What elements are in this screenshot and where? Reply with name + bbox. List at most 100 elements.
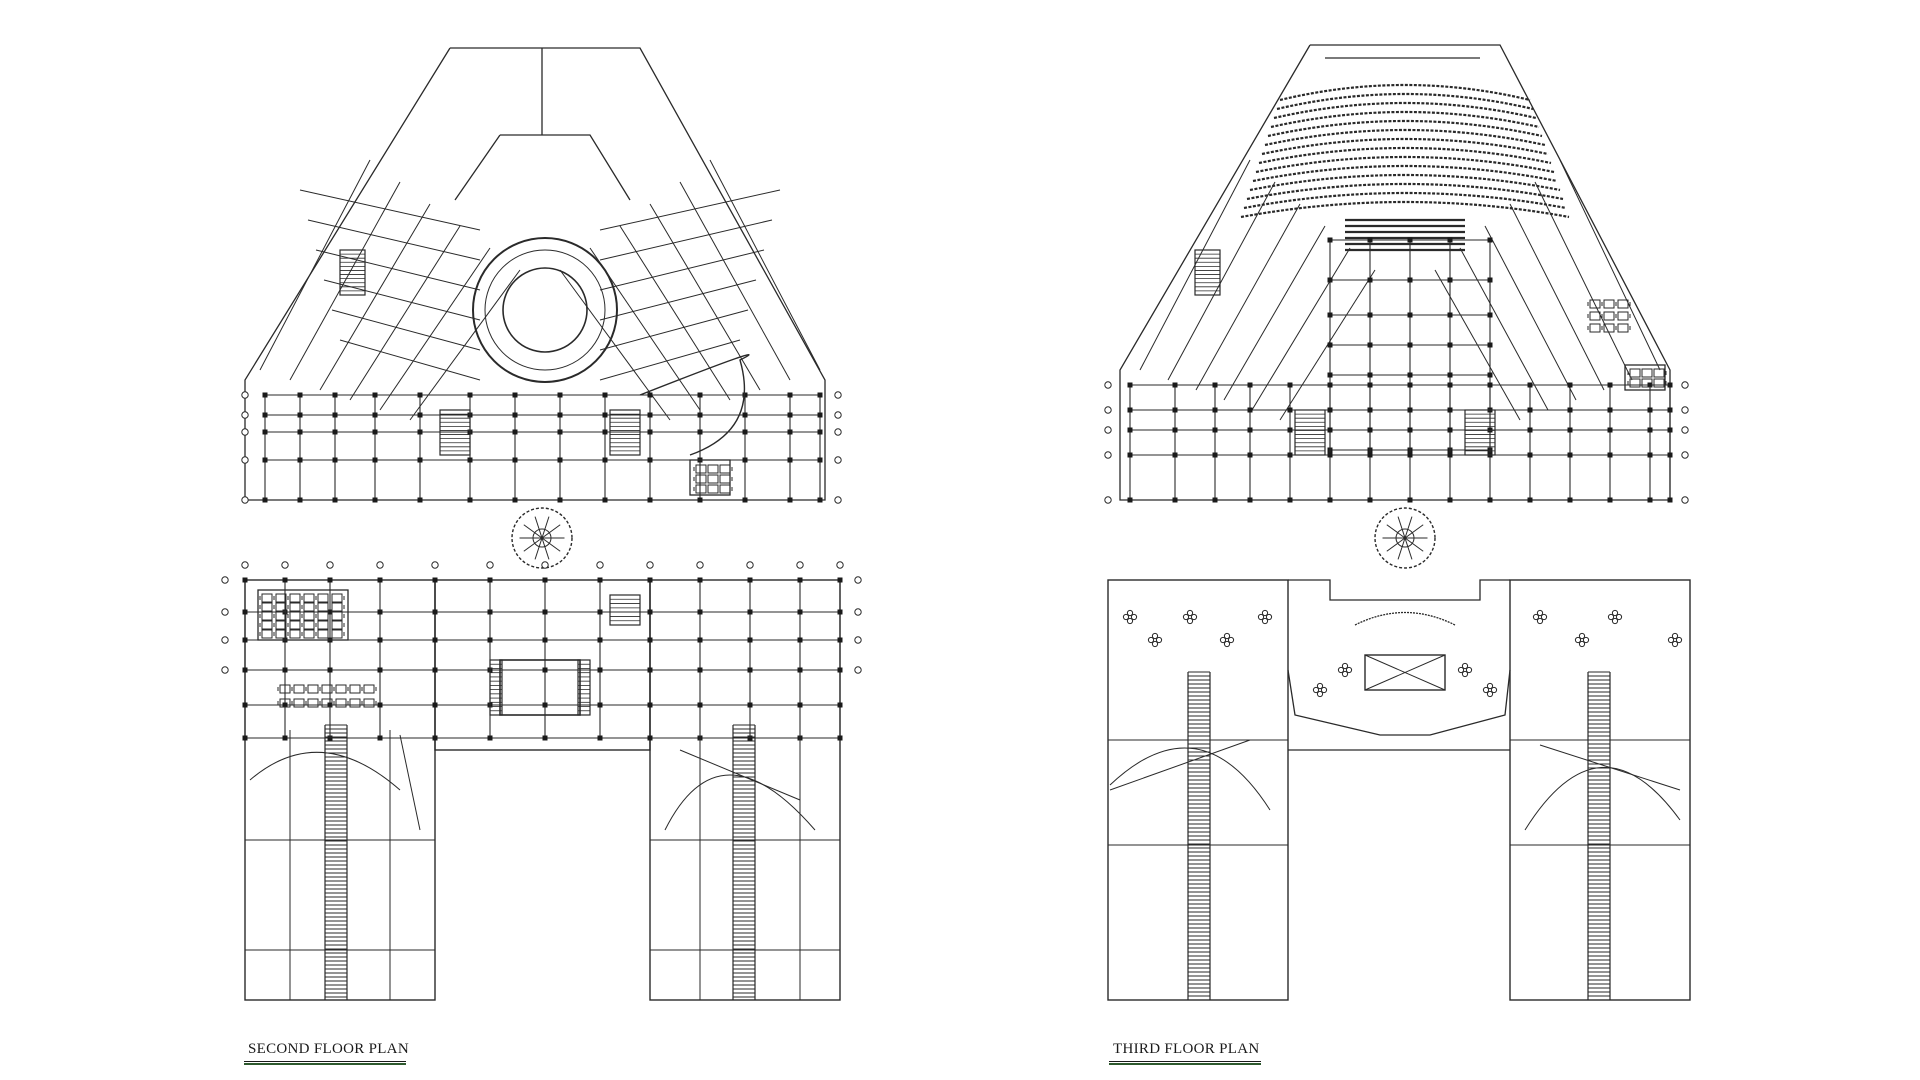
tree-branch bbox=[1397, 516, 1406, 539]
column-marker bbox=[1667, 497, 1673, 503]
seat-row bbox=[1270, 110, 1540, 129]
column-marker bbox=[332, 457, 338, 463]
diagonal-grid bbox=[319, 203, 431, 391]
column-marker bbox=[1647, 407, 1653, 413]
table bbox=[331, 611, 343, 621]
column-marker bbox=[1407, 342, 1413, 348]
grid-bubble bbox=[1681, 426, 1689, 434]
table bbox=[289, 602, 301, 612]
column-marker bbox=[1527, 427, 1533, 433]
column-marker bbox=[1327, 277, 1333, 283]
diagonal-grid bbox=[599, 279, 757, 321]
planter-leaf bbox=[1261, 617, 1269, 625]
grid-bubble bbox=[834, 391, 842, 399]
planter-leaf bbox=[1126, 617, 1134, 625]
column-marker bbox=[742, 429, 748, 435]
planter-leaf bbox=[1227, 636, 1235, 644]
tree-core bbox=[532, 528, 552, 548]
column-marker bbox=[1447, 427, 1453, 433]
table bbox=[275, 593, 287, 603]
seat-row bbox=[1255, 155, 1555, 174]
column-marker bbox=[297, 457, 303, 463]
column-marker bbox=[1172, 382, 1178, 388]
column-marker bbox=[1327, 382, 1333, 388]
seat-row bbox=[1243, 191, 1567, 210]
table bbox=[1603, 311, 1615, 321]
column-marker bbox=[697, 392, 703, 398]
stair-core-left bbox=[439, 409, 471, 456]
column-marker bbox=[1212, 497, 1218, 503]
planter-leaf bbox=[1320, 686, 1328, 694]
diagonal-grid bbox=[1195, 203, 1301, 391]
column-marker bbox=[327, 702, 333, 708]
grid-bubble bbox=[836, 561, 844, 569]
column-marker bbox=[747, 667, 753, 673]
column-marker bbox=[467, 497, 473, 503]
diagonal-grid bbox=[1509, 203, 1605, 391]
planter-leaf bbox=[1574, 636, 1582, 644]
column-marker bbox=[1607, 427, 1613, 433]
column-marker bbox=[1567, 497, 1573, 503]
planter-icon bbox=[1257, 609, 1273, 625]
planter-icon bbox=[1667, 632, 1683, 648]
column-marker bbox=[1487, 372, 1493, 378]
grid-bubble bbox=[241, 561, 249, 569]
column-marker bbox=[1487, 342, 1493, 348]
dining-area bbox=[1624, 364, 1666, 391]
column-marker bbox=[242, 735, 248, 741]
grid-bubble bbox=[1104, 451, 1112, 459]
column-marker bbox=[797, 577, 803, 583]
column-marker bbox=[467, 457, 473, 463]
column-marker bbox=[602, 429, 608, 435]
column-marker bbox=[262, 457, 268, 463]
tree-branch bbox=[1404, 537, 1413, 560]
planter-leaf bbox=[1257, 613, 1265, 621]
diagonal-grid bbox=[599, 219, 773, 261]
column-marker bbox=[557, 497, 563, 503]
column-marker bbox=[1667, 407, 1673, 413]
column-marker bbox=[1407, 372, 1413, 378]
planter-leaf bbox=[1540, 613, 1548, 621]
diagonal-line bbox=[679, 749, 801, 801]
column-marker bbox=[817, 457, 823, 463]
table bbox=[279, 684, 291, 694]
column-marker bbox=[417, 429, 423, 435]
tree-branch bbox=[1404, 516, 1413, 539]
column-marker bbox=[787, 457, 793, 463]
atrium bbox=[499, 659, 581, 716]
grid-bubble bbox=[854, 666, 862, 674]
table bbox=[707, 484, 719, 494]
column-marker bbox=[697, 577, 703, 583]
table bbox=[1617, 299, 1629, 309]
planter-leaf bbox=[1611, 609, 1619, 617]
column-marker bbox=[1367, 452, 1373, 458]
column-marker bbox=[282, 735, 288, 741]
column-marker bbox=[327, 609, 333, 615]
column-marker bbox=[1127, 452, 1133, 458]
stair-core-right bbox=[609, 409, 641, 456]
column-marker bbox=[787, 392, 793, 398]
column-marker bbox=[297, 497, 303, 503]
grid-bubble bbox=[1681, 406, 1689, 414]
table bbox=[307, 698, 319, 708]
diagonal-grid bbox=[1534, 181, 1633, 381]
tree-symbol bbox=[1374, 507, 1436, 569]
grid-bubble bbox=[1681, 381, 1689, 389]
diagonal-grid bbox=[679, 181, 791, 381]
seat-row bbox=[1264, 128, 1546, 147]
planter-icon bbox=[1457, 662, 1473, 678]
table bbox=[1617, 311, 1629, 321]
grid-bubble bbox=[241, 456, 249, 464]
east-stair bbox=[609, 594, 641, 626]
diagonal-grid bbox=[1167, 181, 1276, 381]
table bbox=[1653, 378, 1665, 388]
table bbox=[303, 629, 315, 639]
column-marker bbox=[1327, 407, 1333, 413]
grid-bubble bbox=[241, 496, 249, 504]
table bbox=[293, 698, 305, 708]
column-marker bbox=[1567, 427, 1573, 433]
column-marker bbox=[432, 735, 438, 741]
table bbox=[279, 698, 291, 708]
column-marker bbox=[1647, 497, 1653, 503]
column-marker bbox=[1527, 382, 1533, 388]
